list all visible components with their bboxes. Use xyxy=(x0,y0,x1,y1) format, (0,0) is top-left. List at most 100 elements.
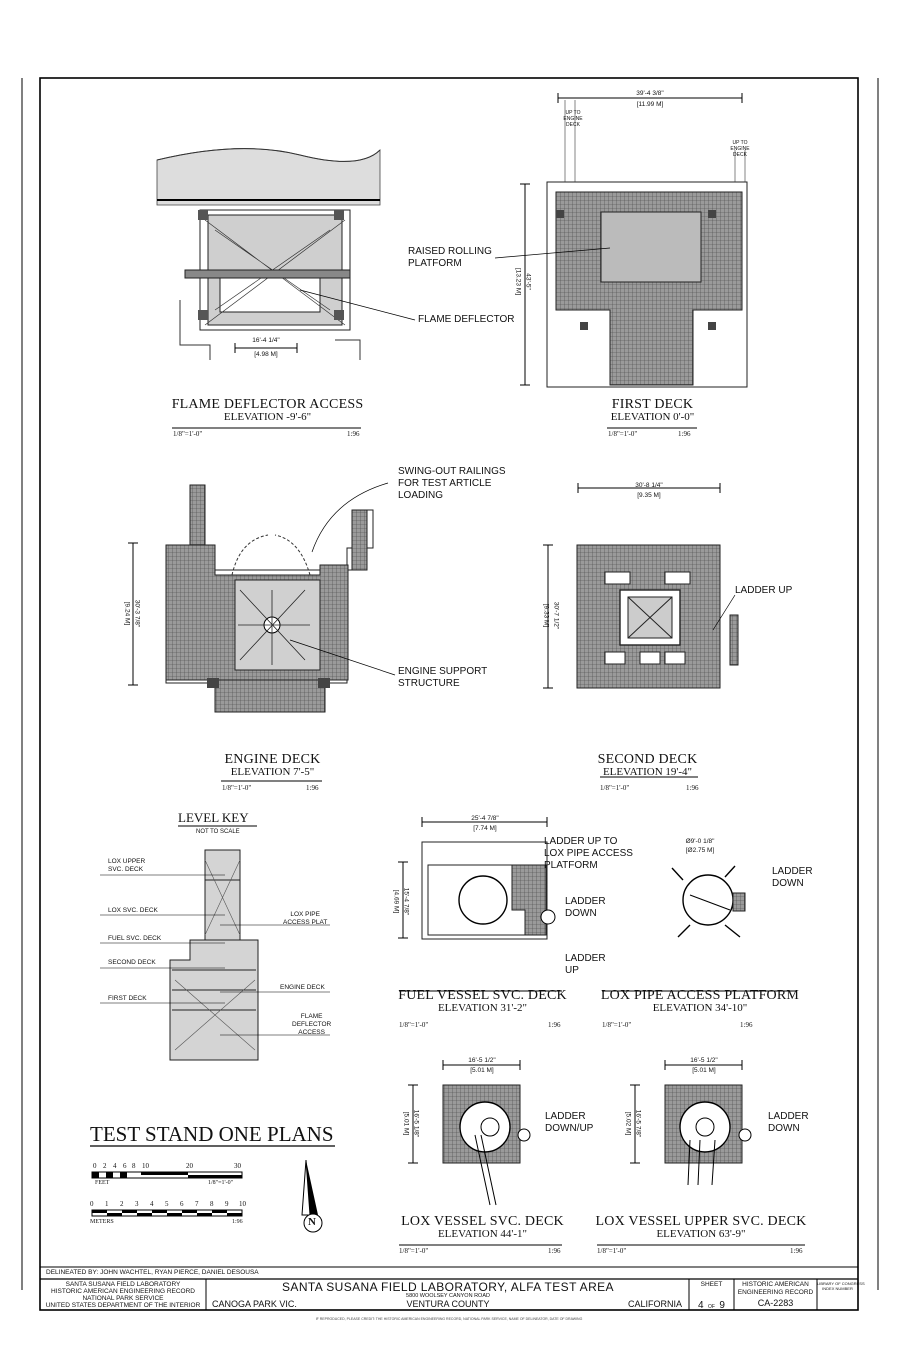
feet-scale-bar xyxy=(91,1171,243,1179)
meter-tick-7: 7 xyxy=(195,1200,199,1208)
level-key-flame-deflector: FLAME DEFLECTOR ACCESS xyxy=(292,1013,332,1036)
haer-label: HISTORIC AMERICAN ENGINEERING RECORD xyxy=(737,1281,814,1296)
engine-support-callout: ENGINE SUPPORT STRUCTURE xyxy=(398,666,488,689)
fuel-vessel-dim-h: 15'-4 7/8" xyxy=(402,887,410,916)
lox-upper-dim-w: 16'-5 1/2" xyxy=(690,1057,718,1064)
level-key-note: NOT TO SCALE xyxy=(196,829,240,835)
lox-upper-dim-w-m: [5.01 M] xyxy=(692,1067,716,1074)
fuel-vessel-dim-h-m: [4.69 M] xyxy=(392,889,400,914)
lox-upper-dim-h: 16'-5 7/8" xyxy=(634,1109,642,1138)
lox-pipe-metric: 1:96 xyxy=(740,1021,753,1029)
lox-upper-ladder-callout: LADDER DOWN xyxy=(768,1111,809,1134)
flame-deflector-scale: 1/8"=1'-0" xyxy=(173,430,203,438)
meter-tick-9: 9 xyxy=(225,1200,229,1208)
ladder-up-callout: LADDER UP xyxy=(735,585,793,596)
lox-vessel-title: LOX VESSEL SVC. DECK xyxy=(401,1214,564,1229)
lox-vessel-dim-h-m: [5.01 M] xyxy=(402,1111,410,1136)
lox-upper-elevation: ELEVATION 63'-9" xyxy=(656,1228,746,1240)
meter-tick-3: 3 xyxy=(135,1200,139,1208)
sheet-num: 4 xyxy=(698,1300,704,1311)
lox-vessel-elevation: ELEVATION 44'-1" xyxy=(437,1228,528,1240)
meter-label: METERS xyxy=(90,1219,114,1225)
ladder-up-lox-pipe-callout: LADDER UP TO LOX PIPE ACCESS PLATFORM xyxy=(544,836,633,871)
first-deck-up-left: UP TO ENGINE DECK xyxy=(563,110,583,128)
feet-tick-0: 0 xyxy=(93,1162,97,1170)
lox-pipe-title: LOX PIPE ACCESS PLATFORM xyxy=(600,988,800,1003)
fuel-ladder-up-callout: LADDER UP xyxy=(565,953,606,976)
project-title: SANTA SUSANA FIELD LABORATORY, ALFA TEST… xyxy=(282,1280,614,1294)
lox-vessel-metric: 1:96 xyxy=(548,1247,561,1255)
lox-vessel-scale: 1/8"=1'-0" xyxy=(399,1247,429,1255)
meter-tick-4: 4 xyxy=(150,1200,154,1208)
lox-vessel-ladder-callout: LADDER DOWN/UP xyxy=(545,1111,594,1134)
lox-pipe-dim-m: [Ø2.75 M] xyxy=(685,847,715,854)
first-deck-dim-h: 43'-5" xyxy=(524,273,532,290)
engine-deck-dim-h: 30'-3 7/8" xyxy=(133,599,141,628)
flame-deflector-title: FLAME DEFLECTOR ACCESS xyxy=(171,397,364,412)
flame-deflector-metric: 1:96 xyxy=(347,430,360,438)
meter-tick-8: 8 xyxy=(210,1200,214,1208)
level-key-title: LEVEL KEY xyxy=(178,810,249,825)
lox-pipe-ladder-down-callout: LADDER DOWN xyxy=(772,866,813,889)
feet-tick-30: 30 xyxy=(234,1162,241,1170)
fuel-vessel-scale: 1/8"=1'-0" xyxy=(399,1021,429,1029)
meter-tick-1: 1 xyxy=(105,1200,109,1208)
second-deck-title: SECOND DECK xyxy=(597,752,698,767)
first-deck-scale: 1/8"=1'-0" xyxy=(608,430,638,438)
meter-tick-2: 2 xyxy=(120,1200,124,1208)
meter-tick-10: 10 xyxy=(239,1200,246,1208)
project-state: CALIFORNIA xyxy=(628,1299,683,1309)
second-deck-dim-h: 30'-7 1/2" xyxy=(552,601,560,630)
title-block-org-4: UNITED STATES DEPARTMENT OF THE INTERIOR xyxy=(45,1302,201,1309)
meter-tick-6: 6 xyxy=(180,1200,184,1208)
meter-scale-bar xyxy=(91,1209,243,1217)
first-deck-title: FIRST DECK xyxy=(611,397,694,412)
reproduction-credit: IF REPRODUCED, PLEASE CREDIT: THE HISTOR… xyxy=(315,1317,583,1321)
flame-deflector-dim-m: [4.98 M] xyxy=(254,351,278,358)
sheet-title: TEST STAND ONE PLANS xyxy=(90,1122,334,1146)
flame-deflector-dim: 16'-4 1/4" xyxy=(252,337,280,344)
second-deck-metric: 1:96 xyxy=(686,784,699,792)
title-block-org-2: HISTORIC AMERICAN ENGINEERING RECORD xyxy=(51,1288,195,1295)
project-address: 5800 WOOLSEY CANYON ROAD xyxy=(406,1293,490,1299)
meter-scale: 1:96 xyxy=(232,1219,243,1225)
project-city: CANOGA PARK VIC. xyxy=(212,1299,297,1309)
feet-tick-4: 4 xyxy=(113,1162,117,1170)
second-deck-dim-w-m: [9.35 M] xyxy=(637,492,661,499)
level-key-second-deck: SECOND DECK xyxy=(108,959,156,966)
lox-pipe-scale: 1/8"=1'-0" xyxy=(602,1021,632,1029)
second-deck-dim-h-m: [9.33 M] xyxy=(542,603,550,628)
feet-tick-2: 2 xyxy=(103,1162,107,1170)
first-deck-elevation: ELEVATION 0'-0" xyxy=(610,411,695,423)
first-deck-dim-h-m: [13.23 M] xyxy=(514,267,522,296)
flame-deflector-callout: FLAME DEFLECTOR xyxy=(418,314,515,325)
fuel-vessel-dim-w: 25'-4 7/8" xyxy=(471,815,499,822)
sheet-label: SHEET xyxy=(700,1281,723,1288)
raised-rolling-platform-callout: RAISED ROLLING PLATFORM xyxy=(408,246,492,269)
lox-pipe-dim: Ø9'-0 1/8" xyxy=(685,838,715,845)
delineated-by: DELINEATED BY: JOHN WACHTEL, RYAN PIERCE… xyxy=(46,1269,259,1276)
sheet-number: 4 OF 9 xyxy=(689,1295,734,1313)
title-block-org-1: SANTA SUSANA FIELD LABORATORY xyxy=(65,1281,181,1288)
flame-deflector-elevation: ELEVATION -9'-6" xyxy=(223,411,312,423)
north-arrow xyxy=(301,1159,323,1233)
fuel-vessel-dim-w-m: [7.74 M] xyxy=(473,825,497,832)
engine-deck-title: ENGINE DECK xyxy=(224,752,321,767)
lox-upper-dim-h-m: [5.02 M] xyxy=(624,1111,632,1136)
feet-tick-10: 10 xyxy=(142,1162,149,1170)
swing-out-railings-callout: SWING-OUT RAILINGS FOR TEST ARTICLE LOAD… xyxy=(398,466,506,501)
haer-number: CA-2283 xyxy=(757,1298,794,1308)
meter-tick-5: 5 xyxy=(165,1200,169,1208)
fuel-vessel-elevation: ELEVATION 31'-2" xyxy=(437,1002,528,1014)
engine-deck-dim-h-m: [9.24 M] xyxy=(123,601,131,626)
feet-tick-6: 6 xyxy=(123,1162,127,1170)
level-key-lox-upper: LOX UPPER SVC. DECK xyxy=(108,858,146,873)
second-deck-elevation: ELEVATION 19'-4" xyxy=(602,766,693,778)
lox-upper-metric: 1:96 xyxy=(790,1247,803,1255)
title-block-org-3: NATIONAL PARK SERVICE xyxy=(82,1295,164,1302)
lox-vessel-dim-h: 16'-5 1/8" xyxy=(412,1109,420,1138)
fuel-vessel-metric: 1:96 xyxy=(548,1021,561,1029)
level-key-first-deck: FIRST DECK xyxy=(108,995,147,1002)
second-deck-dim-w: 30'-8 1/4" xyxy=(635,482,663,489)
